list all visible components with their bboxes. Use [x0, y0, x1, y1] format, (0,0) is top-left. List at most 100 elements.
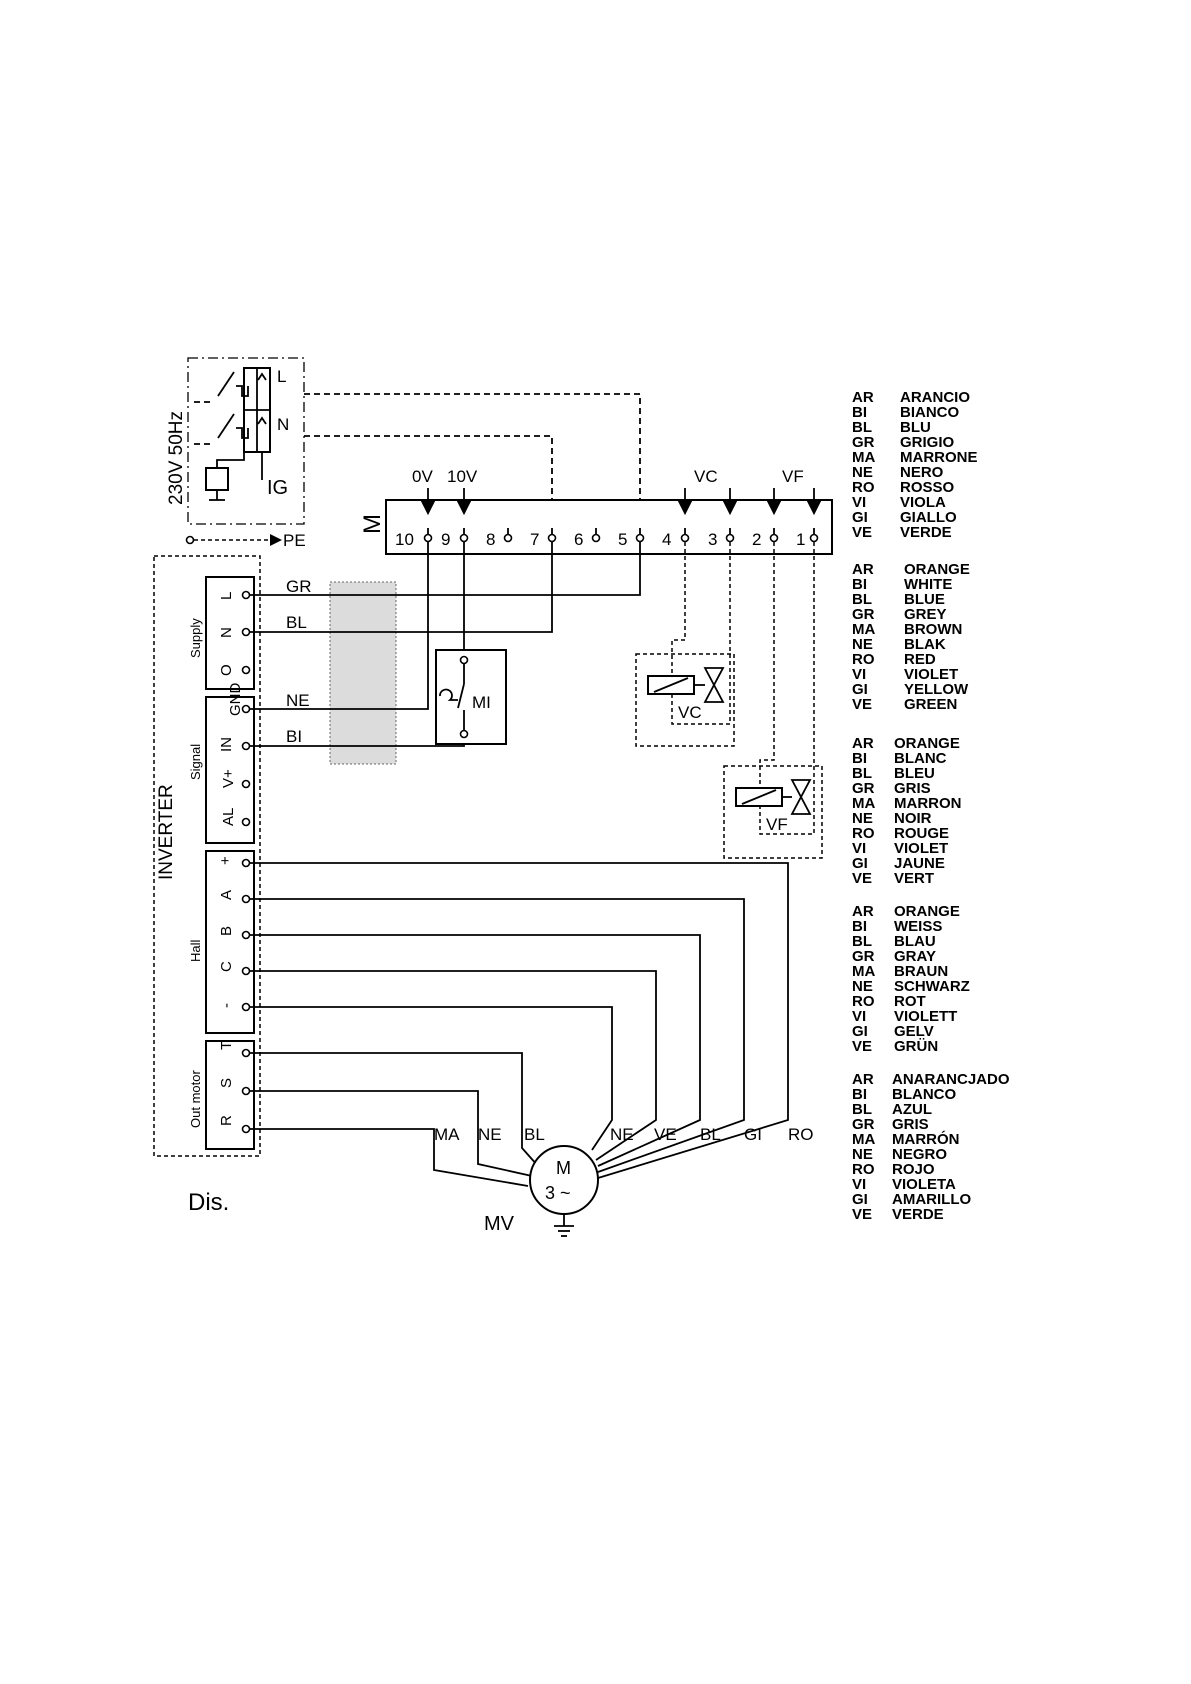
- wire-label-bl-motor: BL: [524, 1125, 545, 1144]
- figure-label: Dis.: [188, 1189, 229, 1216]
- wire-label-bl: BL: [286, 613, 307, 632]
- legend-color: ORANGE: [894, 903, 960, 920]
- main-switch-label: IG: [267, 477, 288, 499]
- legend-color: ORANGE: [904, 561, 970, 578]
- signal-group-label: Signal: [188, 744, 203, 780]
- legend-code: RO: [852, 651, 875, 668]
- hot-valve-tap-label: VC: [694, 467, 718, 486]
- legend-color: GELV: [894, 1023, 934, 1040]
- legend-code: VI: [852, 840, 866, 857]
- pin-minus: -: [218, 1003, 235, 1008]
- main-switch-enclosure: [187, 357, 305, 525]
- legend-code: VI: [852, 494, 866, 511]
- pin-b: B: [218, 926, 235, 936]
- legend-color: GREEN: [904, 696, 957, 713]
- legend-color: VERDE: [892, 1206, 944, 1223]
- motor-letter: M: [556, 1158, 571, 1178]
- cold-valve-label: VF: [766, 815, 788, 834]
- line-label: L: [277, 367, 286, 386]
- legend-color: BRAUN: [894, 963, 948, 980]
- legend-code: BL: [852, 765, 872, 782]
- legend-code: VE: [852, 1038, 872, 1055]
- legend-color: ROUGE: [894, 825, 949, 842]
- legend-code: GR: [852, 780, 875, 797]
- legend-color: VIOLET: [894, 840, 948, 857]
- microswitch: MI: [435, 649, 507, 745]
- legend-code: RO: [852, 993, 875, 1010]
- main-switch: L N IG 230V 50Hz: [166, 357, 305, 525]
- motor-symbol: [529, 1145, 599, 1215]
- terminal-strip: M 0V 10V VC VF 10 9 8 7 6 5 4 3 2 1: [359, 467, 833, 555]
- terminal-9: 9: [441, 530, 450, 549]
- pe-label: PE: [283, 531, 306, 550]
- legend-color: GRIGIO: [900, 434, 955, 451]
- legend-color: BLEU: [894, 765, 935, 782]
- legend-code: VE: [852, 524, 872, 541]
- inverter: INVERTER Supply Signal Hall Out motor L …: [153, 555, 261, 1157]
- legend-code: GR: [852, 948, 875, 965]
- legend-code: VE: [852, 696, 872, 713]
- legend-color: WHITE: [904, 576, 952, 593]
- pin-r: R: [218, 1115, 235, 1126]
- legend-code: GI: [852, 855, 868, 872]
- cold-valve-tap-label: VF: [782, 467, 804, 486]
- legend-code: MA: [852, 1131, 875, 1148]
- terminal-2: 2: [752, 530, 761, 549]
- legend-code: RO: [852, 1161, 875, 1178]
- supply-group-label: Supply: [188, 618, 203, 658]
- legend-color: VERT: [894, 870, 934, 887]
- legend-color: GIALLO: [900, 509, 957, 526]
- pin-t: T: [218, 1041, 235, 1050]
- terminal-row: 10 9 8 7 6 5 4 3 2 1: [395, 528, 819, 549]
- neutral-label: N: [277, 415, 289, 434]
- legend-color: BLAU: [894, 933, 936, 950]
- cold-valve-enclosure: [723, 765, 823, 859]
- legend-color: JAUNE: [894, 855, 945, 872]
- cold-water-valve: VF: [723, 542, 823, 859]
- wire-label-ve: VE: [654, 1125, 677, 1144]
- legend-color: SCHWARZ: [894, 978, 970, 995]
- legend-code: MA: [852, 449, 875, 466]
- legend-color: ROT: [894, 993, 926, 1010]
- legend-code: NE: [852, 464, 873, 481]
- legend-code: GI: [852, 681, 868, 698]
- legend-color: ROJO: [892, 1161, 935, 1178]
- legend-color: MARRÓN: [892, 1130, 960, 1148]
- legend-color: RED: [904, 651, 936, 668]
- legend-code: AR: [852, 735, 874, 752]
- legend-color: BIANCO: [900, 404, 959, 421]
- wire-label-ne: NE: [286, 691, 310, 710]
- terminal-6: 6: [574, 530, 583, 549]
- legend-code: BI: [852, 1086, 867, 1103]
- legend-color: ROSSO: [900, 479, 955, 496]
- terminal-4: 4: [662, 530, 671, 549]
- legend-code: NE: [852, 1146, 873, 1163]
- zero-volt-label: 0V: [412, 467, 433, 486]
- motor-phase-wires: [250, 1052, 539, 1187]
- power-supply-label: 230V 50Hz: [166, 411, 187, 505]
- hall-connector: [205, 850, 255, 1034]
- legend-code: MA: [852, 795, 875, 812]
- out-motor-group-label: Out motor: [188, 1070, 203, 1128]
- pin-plus: +: [217, 856, 234, 865]
- hall-wires: [250, 862, 789, 1179]
- terminal-8: 8: [486, 530, 495, 549]
- wire-label-ne-hall: NE: [610, 1125, 634, 1144]
- legend-color: ARANCIO: [900, 389, 970, 406]
- signal-gnd-wire: [250, 542, 429, 710]
- legend-code: RO: [852, 479, 875, 496]
- neutral-dashed-wire: [304, 435, 553, 528]
- legend-code: MA: [852, 963, 875, 980]
- legend-color: BLUE: [904, 591, 945, 608]
- legend-code: NE: [852, 636, 873, 653]
- pin-gnd: GND: [227, 683, 244, 717]
- legend-code: BI: [852, 404, 867, 421]
- legend-code: AR: [852, 903, 874, 920]
- legend-code: NE: [852, 810, 873, 827]
- pin-c: C: [218, 961, 235, 972]
- legend-color: BLAK: [904, 636, 946, 653]
- terminal-strip-body: [385, 499, 833, 555]
- line-dashed-wire: [304, 393, 641, 528]
